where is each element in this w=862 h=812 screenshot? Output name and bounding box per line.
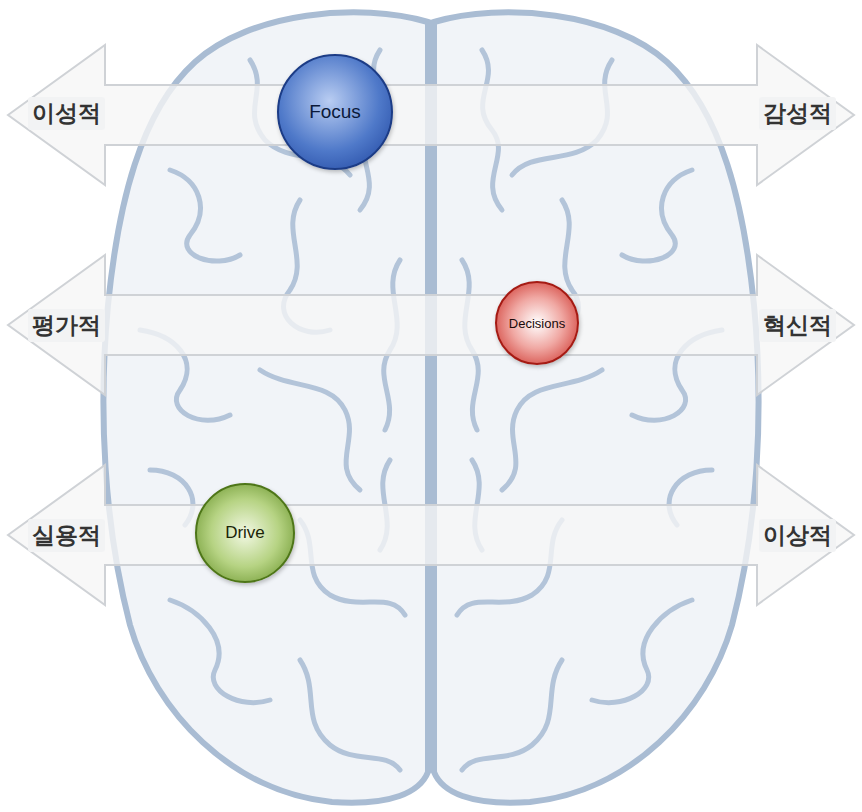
axis-label: 이상적: [759, 519, 836, 552]
axis-label: 감성적: [759, 97, 836, 130]
node-label: Drive: [225, 523, 265, 543]
decisions-circle: Decisions: [495, 281, 579, 365]
axis-label: 이성적: [28, 97, 105, 130]
axis-label: 실용적: [28, 519, 105, 552]
axis-label: 혁신적: [759, 309, 836, 342]
focus-circle: Focus: [277, 54, 393, 170]
drive-circle: Drive: [195, 483, 295, 583]
node-label: Decisions: [509, 316, 565, 331]
axis-label: 평가적: [28, 309, 105, 342]
node-label: Focus: [309, 101, 361, 123]
